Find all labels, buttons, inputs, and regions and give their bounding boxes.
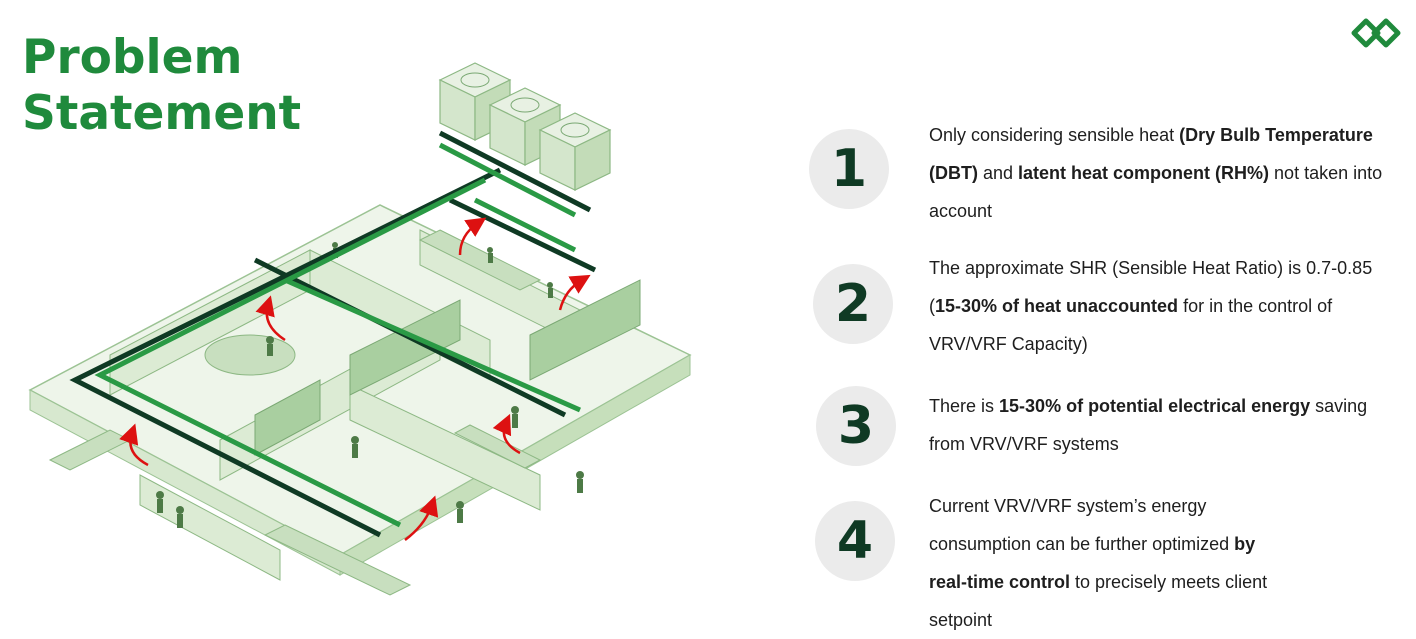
statement-number-4: 4 [815, 501, 895, 581]
statement-2-text: The approximate SHR (Sensible Heat Ratio… [929, 258, 1373, 354]
office-hvac-illustration [28, 62, 692, 596]
title-line-1: Problem [22, 30, 243, 85]
statement-number-3: 3 [816, 386, 896, 466]
statement-1-text: Only considering sensible heat (Dry Bulb… [929, 125, 1383, 221]
statement-number-1: 1 [809, 129, 889, 209]
title-line-2: Statement [22, 86, 302, 141]
statement-3-text: There is 15-30% of potential electrical … [929, 396, 1368, 454]
brand-logo-icon [1351, 18, 1401, 48]
statement-4-text: Current VRV/VRF system’s energy consumpt… [929, 496, 1268, 630]
statement-number-2: 2 [813, 264, 893, 344]
page-title: Problem Statement [22, 30, 301, 142]
